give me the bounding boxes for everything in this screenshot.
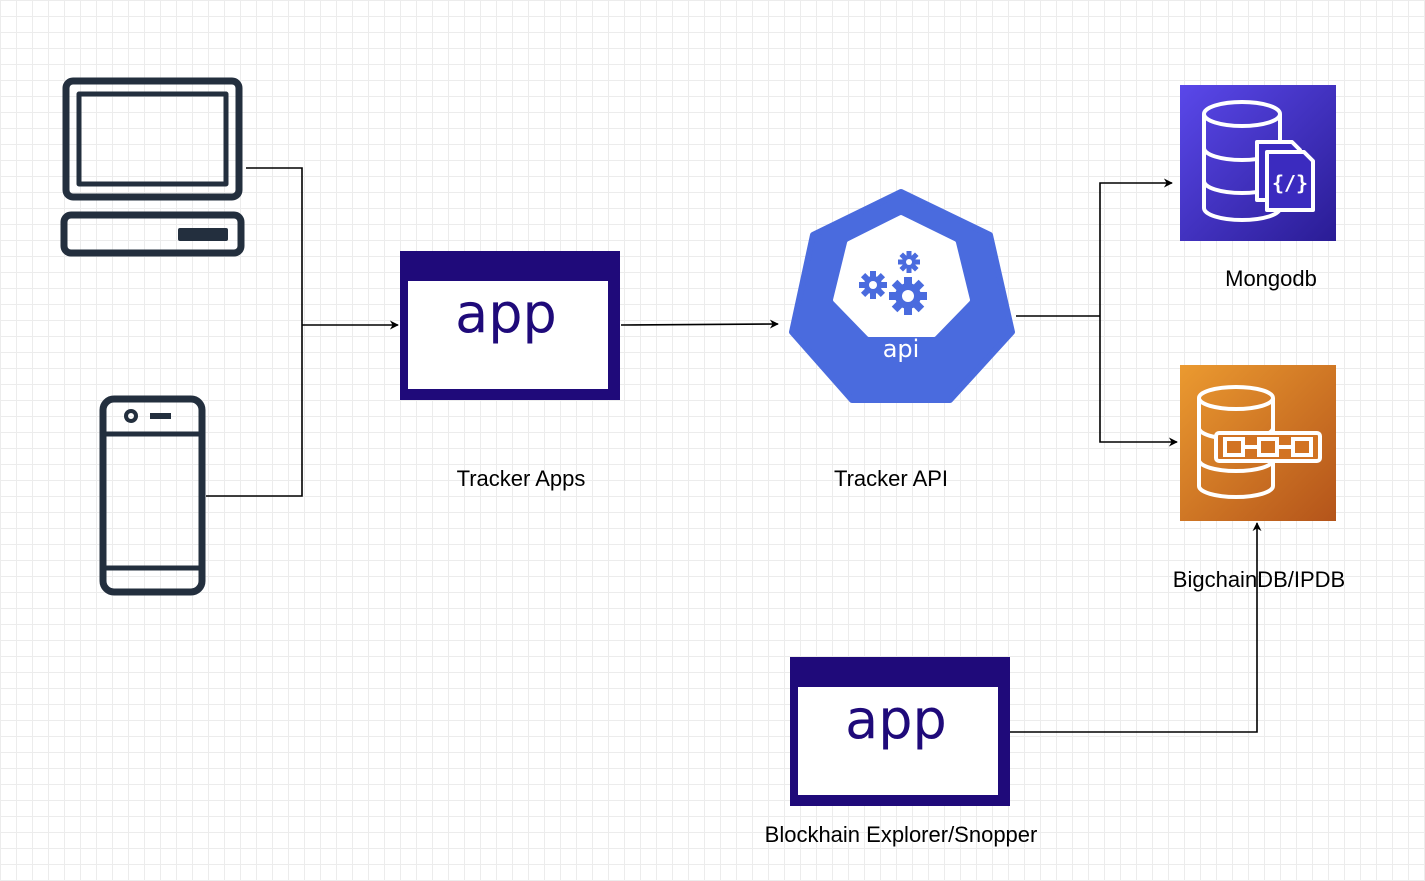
arrow-api-to-bigchaindb [1099,316,1178,447]
code-braces-icon: {/} [1272,171,1308,195]
desktop-computer-icon [60,77,245,257]
tracker-apps-window-icon: app [400,251,620,400]
arrow-apps-to-api [620,319,779,329]
connector-desktop-to-apps [246,167,303,325]
bigchaindb-label: BigchainDB/IPDB [1172,567,1346,592]
mongodb-label: Mongodb [1225,266,1317,291]
connector-mobile-to-apps [206,325,303,497]
mobile-phone-icon [99,395,206,596]
explorer-label: Blockhain Explorer/Snopper [764,822,1038,847]
explorer-window-icon: app [790,657,1010,806]
tracker-api-label: Tracker API [833,466,949,491]
blockchain-database-icon [1180,365,1336,521]
tracker-apps-icon-text: app [455,282,557,345]
kubernetes-api-icon: api [789,189,1015,403]
tracker-apps-label: Tracker Apps [456,466,586,491]
explorer-icon-text: app [845,688,947,751]
arrow-api-to-mongodb [1099,178,1173,316]
arrow-explorer-to-bigchaindb [1010,522,1262,733]
gears-icon [859,251,927,315]
document-database-icon: {/} [1180,85,1336,241]
connectors [206,167,1262,733]
api-icon-text: api [883,335,920,363]
